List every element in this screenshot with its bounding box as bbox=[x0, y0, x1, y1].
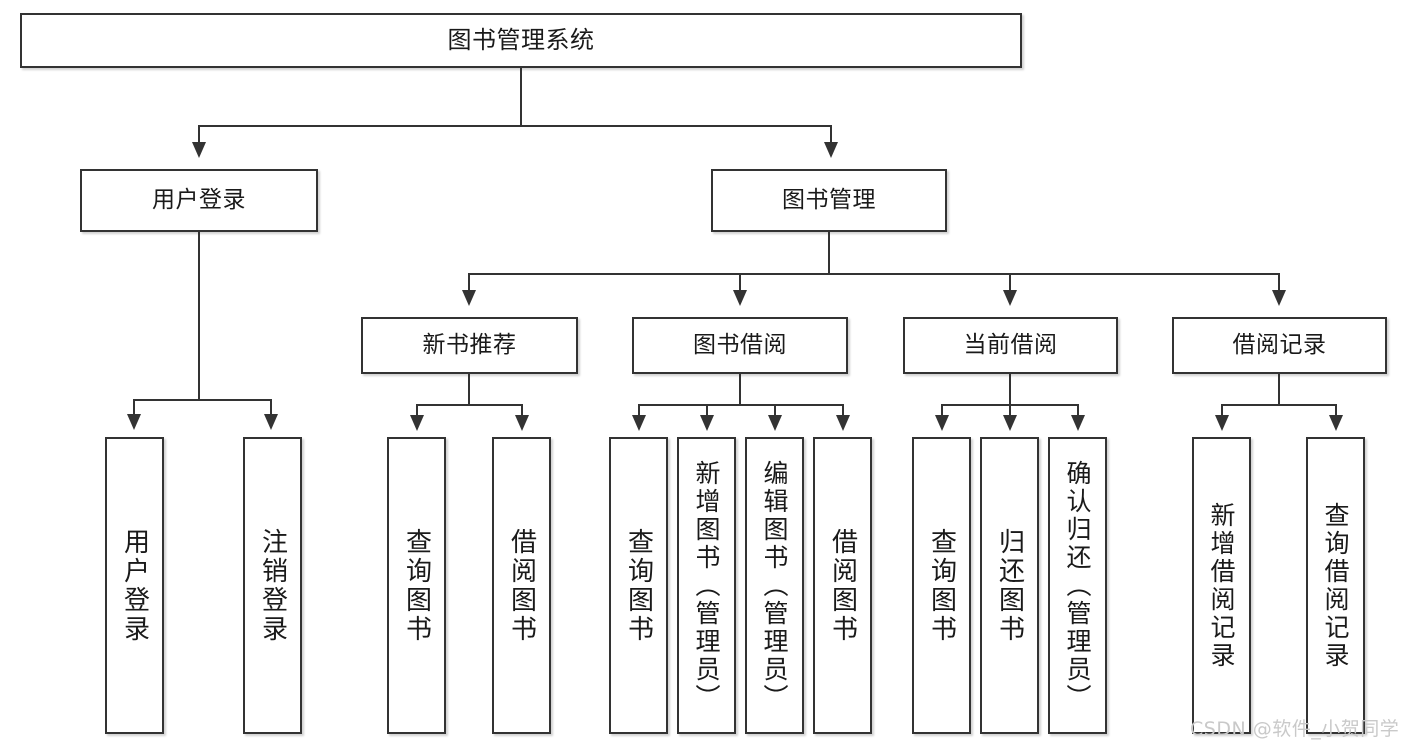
connector-bb-leaf3 bbox=[774, 404, 776, 417]
connector-book-manage-stem bbox=[828, 232, 830, 274]
leaf-return-book[interactable]: 归还图书 bbox=[980, 437, 1039, 734]
leaf-add-book-admin[interactable]: 新增图书（管理员） bbox=[677, 437, 736, 734]
leaf-logout[interactable]: 注销登录 bbox=[243, 437, 302, 734]
connector-user-login-bus bbox=[133, 399, 270, 401]
connector-cb-leaf1 bbox=[941, 404, 943, 417]
arrowhead-cb-leaf2 bbox=[1003, 415, 1017, 431]
connector-user-login-to-leaf2 bbox=[270, 399, 272, 416]
connector-book-borrow-stem bbox=[739, 374, 741, 405]
node-label: 用户登录 bbox=[119, 527, 150, 644]
node-label: 图书借阅 bbox=[693, 331, 787, 358]
node-borrow-record[interactable]: 借阅记录 bbox=[1172, 317, 1387, 374]
arrowhead-bb-leaf3 bbox=[768, 415, 782, 431]
leaf-user-login[interactable]: 用户登录 bbox=[105, 437, 164, 734]
node-label: 注销登录 bbox=[257, 527, 288, 644]
arrowhead-leaf-user-login bbox=[127, 414, 141, 430]
node-label: 编辑图书（管理员） bbox=[760, 459, 789, 712]
arrowhead-to-current-borrow bbox=[1003, 290, 1017, 306]
connector-new-book-rec-stem bbox=[468, 374, 470, 405]
connector-bb-leaf4 bbox=[842, 404, 844, 417]
node-label: 借阅图书 bbox=[506, 527, 537, 644]
connector-cb-leaf2 bbox=[1009, 404, 1011, 417]
arrowhead-to-user-login bbox=[192, 142, 206, 158]
arrowhead-br-leaf1 bbox=[1215, 415, 1229, 431]
arrowhead-to-borrow-record bbox=[1272, 290, 1286, 306]
connector-new-book-rec-bus bbox=[416, 404, 523, 406]
node-user-login[interactable]: 用户登录 bbox=[80, 169, 318, 232]
arrowhead-to-book-manage bbox=[824, 142, 838, 158]
node-label: 借阅记录 bbox=[1232, 331, 1327, 358]
connector-bb-leaf2 bbox=[706, 404, 708, 417]
leaf-add-borrow-record[interactable]: 新增借阅记录 bbox=[1192, 437, 1251, 734]
arrowhead-to-new-book-rec bbox=[462, 290, 476, 306]
node-label: 图书管理系统 bbox=[447, 26, 595, 55]
node-label: 当前借阅 bbox=[963, 331, 1058, 358]
connector-br-leaf2 bbox=[1335, 404, 1337, 417]
arrowhead-leaf-logout bbox=[264, 414, 278, 430]
connector-nbr-leaf1 bbox=[416, 404, 418, 417]
node-current-borrow[interactable]: 当前借阅 bbox=[903, 317, 1118, 374]
leaf-borrow-book-new-rec[interactable]: 借阅图书 bbox=[492, 437, 551, 734]
leaf-confirm-return-admin[interactable]: 确认归还（管理员） bbox=[1048, 437, 1107, 734]
leaf-query-book-current[interactable]: 查询图书 bbox=[912, 437, 971, 734]
arrowhead-bb-leaf1 bbox=[632, 415, 646, 431]
connector-borrow-record-bus bbox=[1221, 404, 1337, 406]
arrowhead-cb-leaf1 bbox=[935, 415, 949, 431]
leaf-query-borrow-record[interactable]: 查询借阅记录 bbox=[1306, 437, 1365, 734]
arrowhead-bb-leaf4 bbox=[836, 415, 850, 431]
connector-to-book-borrow bbox=[739, 273, 741, 292]
arrowhead-to-book-borrow bbox=[733, 290, 747, 306]
connector-root-stem bbox=[520, 68, 522, 126]
connector-to-new-book-rec bbox=[468, 273, 470, 292]
node-label: 查询图书 bbox=[926, 527, 957, 644]
connector-current-borrow-stem bbox=[1009, 374, 1011, 405]
connector-borrow-record-stem bbox=[1278, 374, 1280, 405]
leaf-query-book-borrow[interactable]: 查询图书 bbox=[609, 437, 668, 734]
connector-to-current-borrow bbox=[1009, 273, 1011, 292]
node-label: 借阅图书 bbox=[827, 527, 858, 644]
node-label: 归还图书 bbox=[994, 527, 1025, 644]
node-label: 确认归还（管理员） bbox=[1063, 459, 1092, 712]
leaf-edit-book-admin[interactable]: 编辑图书（管理员） bbox=[745, 437, 804, 734]
leaf-query-book-new-rec[interactable]: 查询图书 bbox=[387, 437, 446, 734]
arrowhead-br-leaf2 bbox=[1329, 415, 1343, 431]
arrowhead-cb-leaf3 bbox=[1071, 415, 1085, 431]
node-new-book-recommend[interactable]: 新书推荐 bbox=[361, 317, 578, 374]
node-label: 查询图书 bbox=[623, 527, 654, 644]
node-label: 图书管理 bbox=[782, 186, 876, 213]
arrowhead-nbr-leaf2 bbox=[515, 415, 529, 431]
connector-user-login-to-leaf1 bbox=[133, 399, 135, 416]
node-label: 新书推荐 bbox=[422, 331, 517, 358]
node-label: 查询图书 bbox=[401, 527, 432, 644]
node-label: 新增图书（管理员） bbox=[692, 459, 721, 712]
connector-nbr-leaf2 bbox=[521, 404, 523, 417]
connector-root-bus bbox=[198, 125, 832, 127]
connector-br-leaf1 bbox=[1221, 404, 1223, 417]
connector-book-manage-bus bbox=[468, 273, 1280, 275]
connector-root-to-book-manage bbox=[830, 125, 832, 144]
node-root-system[interactable]: 图书管理系统 bbox=[20, 13, 1022, 68]
node-label: 查询借阅记录 bbox=[1321, 501, 1350, 670]
node-book-management[interactable]: 图书管理 bbox=[711, 169, 947, 232]
connector-to-borrow-record bbox=[1278, 273, 1280, 292]
connector-user-login-stem bbox=[198, 232, 200, 400]
connector-book-borrow-bus bbox=[638, 404, 844, 406]
leaf-borrow-book-borrow[interactable]: 借阅图书 bbox=[813, 437, 872, 734]
connector-bb-leaf1 bbox=[638, 404, 640, 417]
arrowhead-bb-leaf2 bbox=[700, 415, 714, 431]
node-label: 用户登录 bbox=[152, 186, 246, 213]
node-book-borrow[interactable]: 图书借阅 bbox=[632, 317, 848, 374]
arrowhead-nbr-leaf1 bbox=[410, 415, 424, 431]
connector-root-to-user-login bbox=[198, 125, 200, 144]
connector-cb-leaf3 bbox=[1077, 404, 1079, 417]
node-label: 新增借阅记录 bbox=[1207, 501, 1236, 670]
